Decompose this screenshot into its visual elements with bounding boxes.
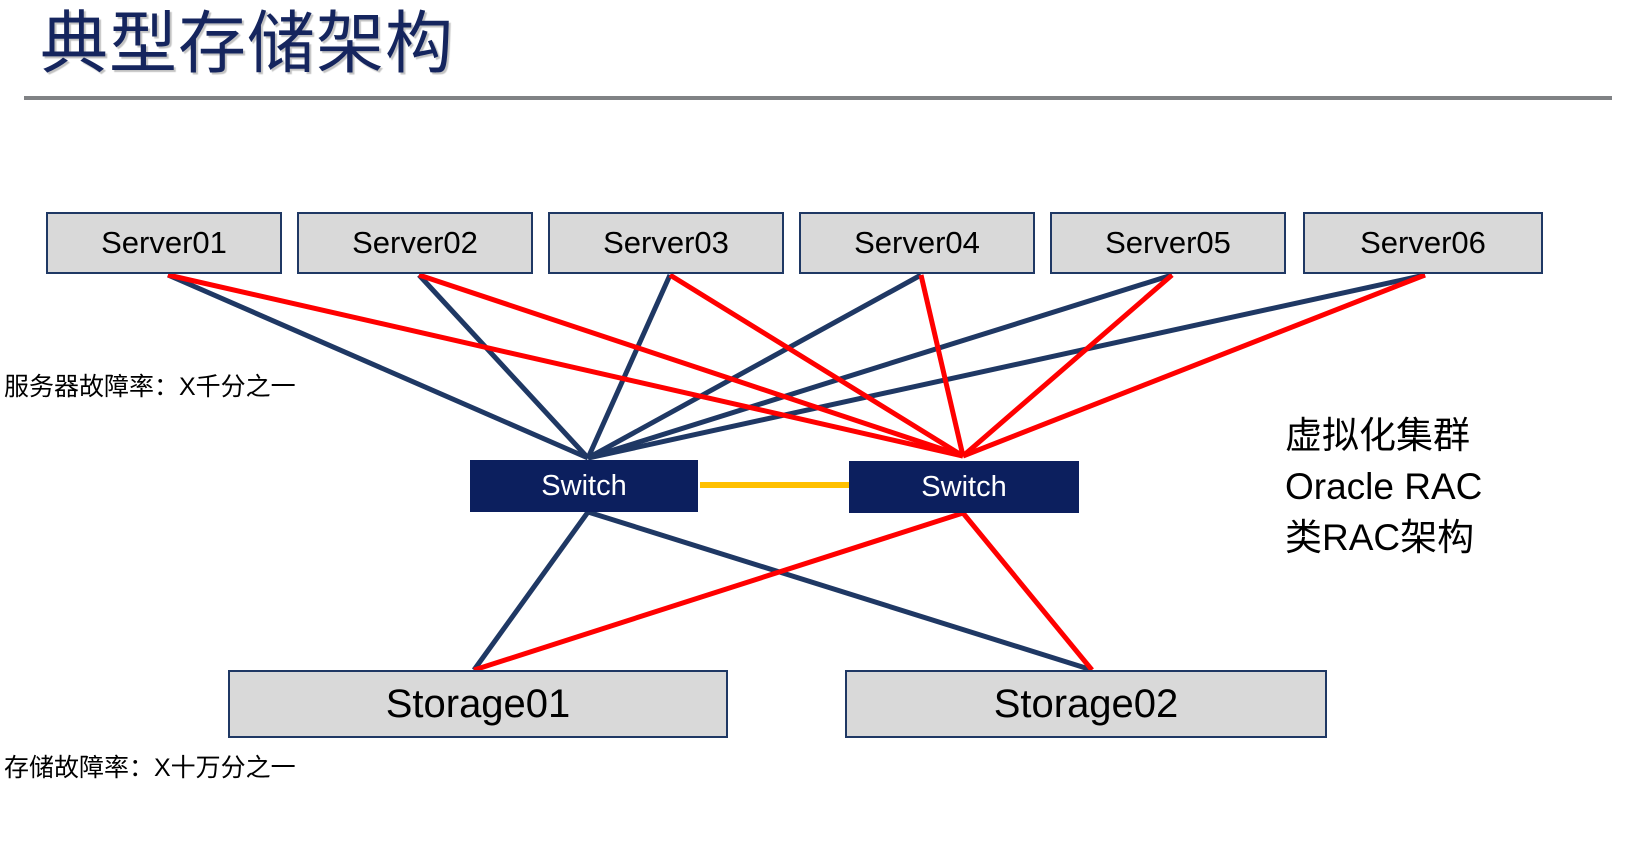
server-label: Server03 (603, 225, 729, 260)
page-title: 典型存储架构 (40, 6, 455, 82)
storage-label: Storage01 (385, 681, 571, 726)
storage-node-02[interactable]: Storage02 (845, 670, 1327, 738)
server-node-03[interactable]: Server03 (548, 212, 784, 274)
switch-node-left[interactable]: Switch (470, 460, 698, 512)
cluster-note-line-3: 类RAC架构 (1285, 517, 1475, 558)
storage-node-01[interactable]: Storage01 (228, 670, 728, 738)
server-node-01[interactable]: Server01 (46, 212, 282, 274)
cluster-architecture-note: 虚拟化集群 Oracle RAC 类RAC架构 (1285, 410, 1482, 563)
link-group-primary (167, 272, 1426, 461)
switch-label: Switch (921, 470, 1007, 503)
link-group-switch-storage-primary (471, 509, 1093, 673)
title-divider (24, 96, 1612, 100)
server-label: Server04 (854, 225, 980, 260)
link-group-switch-storage-secondary (473, 510, 1094, 673)
server-node-04[interactable]: Server04 (799, 212, 1035, 274)
storage-label: Storage02 (993, 681, 1179, 726)
server-node-02[interactable]: Server02 (297, 212, 533, 274)
switch-label: Switch (541, 469, 627, 502)
server-failure-rate-note: 服务器故障率：X千分之一 (4, 373, 296, 401)
cluster-note-line-2: Oracle RAC (1285, 466, 1483, 507)
server-node-05[interactable]: Server05 (1050, 212, 1286, 274)
server-label: Server01 (101, 225, 227, 260)
server-label: Server02 (352, 225, 478, 260)
server-label: Server05 (1105, 225, 1231, 260)
server-label: Server06 (1360, 225, 1486, 260)
switch-node-right[interactable]: Switch (849, 461, 1079, 513)
cluster-note-line-1: 虚拟化集群 (1285, 415, 1470, 456)
storage-failure-rate-note: 存储故障率：X十万分之一 (4, 754, 296, 782)
link-group-secondary (167, 272, 1426, 459)
server-node-06[interactable]: Server06 (1303, 212, 1543, 274)
